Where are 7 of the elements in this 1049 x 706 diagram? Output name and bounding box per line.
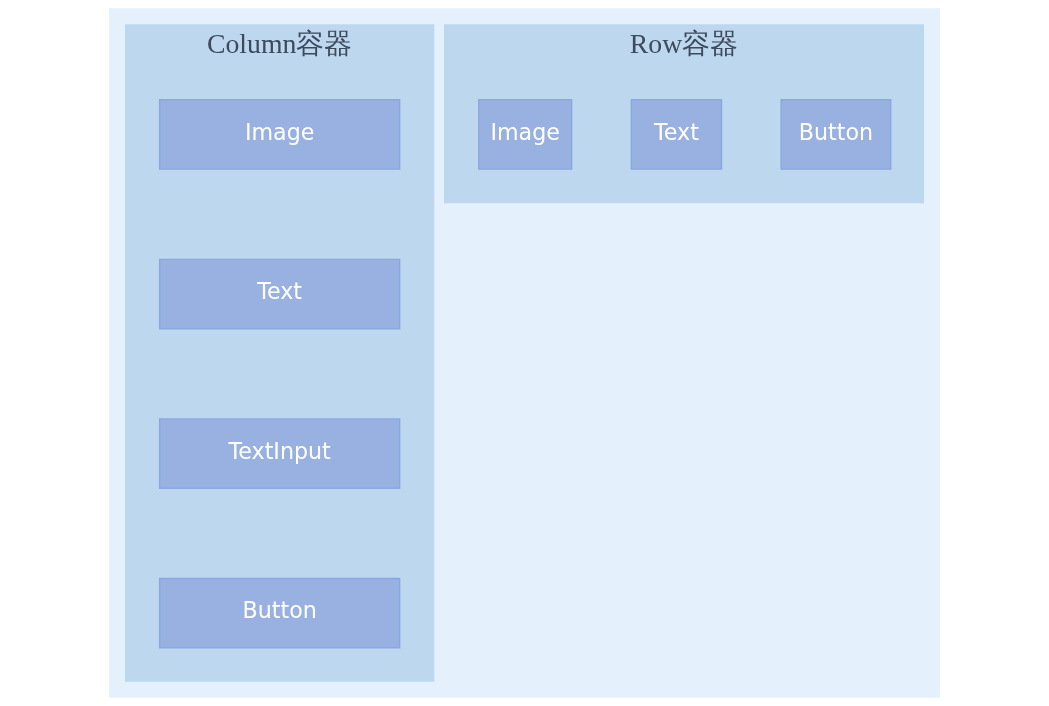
node-box: Image [478, 99, 573, 170]
node-box: Text [630, 99, 723, 170]
node-box: Button [780, 99, 892, 170]
node-box: TextInput [158, 418, 401, 489]
node-box: Button [158, 577, 401, 649]
node-box: Image [158, 99, 401, 170]
node-box: Text [158, 258, 401, 330]
